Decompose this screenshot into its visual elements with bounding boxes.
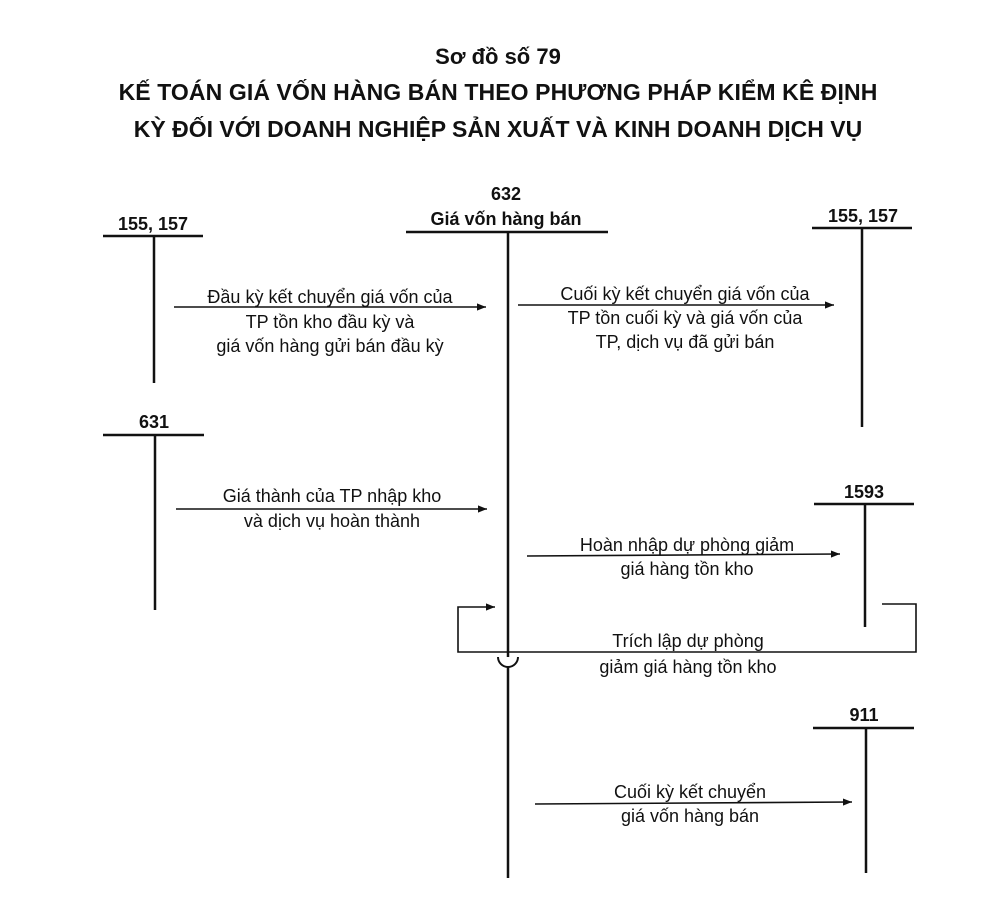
flow-opening-transfer: Đầu kỳ kết chuyển giá vốn của TP tồn kho… [174,287,486,356]
opening-transfer-line-3: giá vốn hàng gửi bán đầu kỳ [216,336,443,356]
t-account-1593: 1593 [814,482,914,627]
account-155-157-left-label: 155, 157 [118,214,188,234]
opening-transfer-line-1: Đầu kỳ kết chuyển giá vốn của [207,287,453,307]
arrow-final-transfer [534,798,853,806]
provision-reversal-line-2: giá hàng tồn kho [620,559,753,579]
account-155-157-right-label: 155, 157 [828,206,898,226]
t-account-632: 632 Giá vốn hàng bán [406,184,608,878]
production-cost-line-2: và dịch vụ hoàn thành [244,511,420,531]
account-1593-label: 1593 [844,482,884,502]
diagram-title-line-2: KỲ ĐỐI VỚI DOANH NGHIỆP SẢN XUẤT VÀ KINH… [133,116,863,142]
closing-transfer-line-1: Cuối kỳ kết chuyển giá vốn của [560,284,810,304]
closing-transfer-line-3: TP, dịch vụ đã gửi bán [596,332,775,352]
flow-closing-transfer: Cuối kỳ kết chuyển giá vốn của TP tồn cu… [518,284,834,352]
arrow-provision-reversal [526,550,841,558]
flow-provision-reversal: Hoàn nhập dự phòng giảm giá hàng tồn kho [526,535,841,579]
provision-setup-line-1: Trích lập dự phòng [612,631,763,651]
diagram-title-line-1: KẾ TOÁN GIÁ VỐN HÀNG BÁN THEO PHƯƠNG PHÁ… [118,79,878,105]
final-transfer-line-2: giá vốn hàng bán [621,806,759,826]
t-account-155-157-left: 155, 157 [103,214,203,383]
account-632-name: Giá vốn hàng bán [430,209,581,229]
provision-setup-line-2: giảm giá hàng tồn kho [599,657,776,677]
account-632-code: 632 [491,184,521,204]
final-transfer-line-1: Cuối kỳ kết chuyển [614,782,766,802]
flow-final-transfer: Cuối kỳ kết chuyển giá vốn hàng bán [534,782,853,826]
t-account-631: 631 [103,412,204,610]
diagram-number: Sơ đồ số 79 [435,44,561,69]
arrow-provision-setup [457,603,917,653]
account-631-label: 631 [139,412,169,432]
provision-reversal-line-1: Hoàn nhập dự phòng giảm [580,535,794,555]
flow-provision-setup: Trích lập dự phòng giảm giá hàng tồn kho [457,603,917,677]
flow-production-cost: Giá thành của TP nhập kho và dịch vụ hoà… [176,486,487,531]
account-911-label: 911 [849,705,878,725]
opening-transfer-line-2: TP tồn kho đầu kỳ và [246,312,416,332]
production-cost-line-1: Giá thành của TP nhập kho [223,486,442,506]
closing-transfer-line-2: TP tồn cuối kỳ và giá vốn của [568,308,804,328]
t-account-911: 911 [813,705,914,873]
t-account-155-157-right: 155, 157 [812,206,912,427]
